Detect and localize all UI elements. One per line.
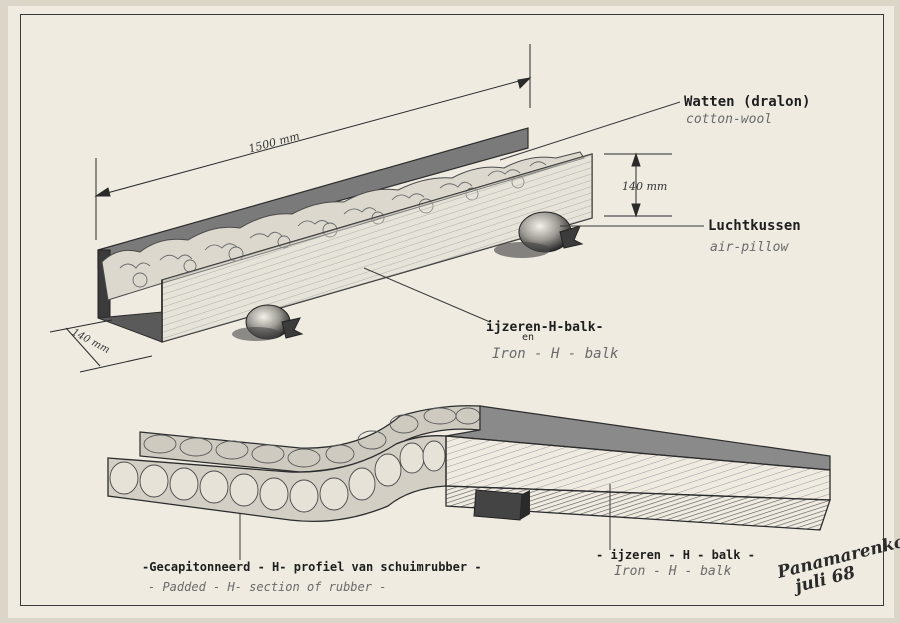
label-iron-beam-nl-note: en bbox=[522, 332, 535, 343]
top-h-beam bbox=[97, 127, 593, 343]
label-padded-section-en: - Padded - H- section of rubber - bbox=[148, 580, 387, 594]
label-cotton-wool-nl: Watten (dralon) bbox=[684, 94, 811, 110]
dimension-lines bbox=[49, 44, 672, 373]
bottom-padded-h-section bbox=[107, 405, 831, 531]
air-pillow-left bbox=[232, 304, 304, 341]
label-iron-beam-2-nl: - ijzeren - H - balk - bbox=[596, 548, 755, 562]
label-cotton-wool-en: cotton-wool bbox=[686, 112, 773, 127]
label-iron-beam-2-en: Iron - H - balk bbox=[614, 564, 732, 579]
label-air-pillow-nl: Luchtkussen bbox=[708, 218, 801, 234]
label-padded-section-nl: -Gecapitonneerd - H- profiel van schuimr… bbox=[142, 560, 482, 574]
air-pillow-right bbox=[494, 211, 584, 258]
label-iron-beam-en: Iron - H - balk bbox=[492, 346, 619, 362]
label-iron-beam-nl: ijzeren-H-balk- bbox=[486, 320, 604, 335]
leader-lines bbox=[239, 101, 704, 560]
drawing-border bbox=[20, 14, 884, 606]
label-air-pillow-en: air-pillow bbox=[710, 240, 789, 255]
dimension-height-label: 140 mm bbox=[622, 180, 668, 193]
